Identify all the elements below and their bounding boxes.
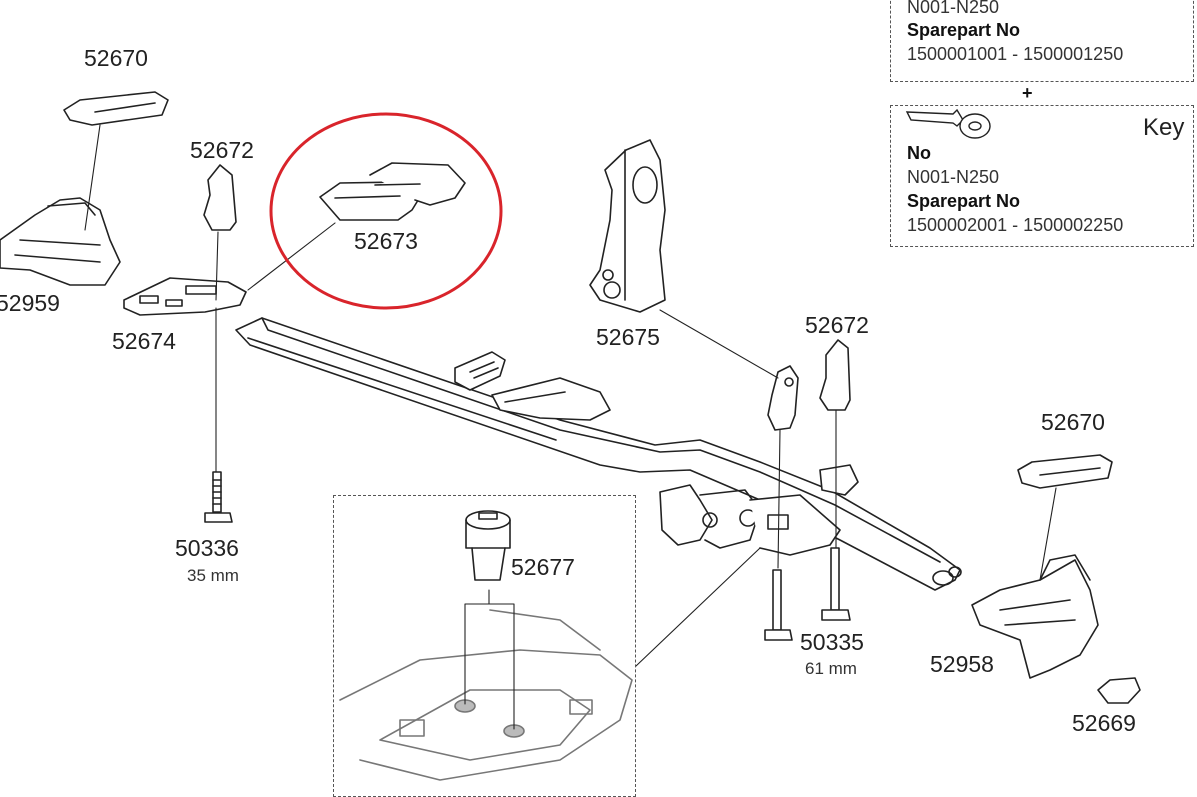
part-label-52672-right: 52672	[805, 312, 869, 338]
bolt-50335-a	[764, 569, 793, 641]
key-box: Key No N001-N250 Sparepart No 1500002001…	[890, 105, 1194, 247]
frame-holder-52675	[589, 139, 666, 313]
key-number-range: N001-N250	[907, 167, 1000, 187]
cover-plate-52673	[319, 162, 466, 221]
key-no-label: No	[907, 143, 931, 163]
wheel-strap-52958	[971, 554, 1099, 679]
key-title: Key	[1143, 114, 1185, 141]
lock-cylinder-52672-right	[767, 339, 851, 431]
frame-tube	[235, 317, 962, 591]
part-label-52669: 52669	[1072, 710, 1136, 736]
strap-pad-52670-right	[1017, 454, 1113, 489]
bolt-50335-b	[821, 547, 851, 621]
inset-assembly-drawing	[339, 609, 633, 781]
tightening-knob	[659, 464, 859, 556]
base-plate-52674	[123, 277, 247, 316]
sparepart-box-top: N001-N250 Sparepart No 1500001001 - 1500…	[890, 0, 1194, 82]
leader-lines	[84, 124, 1057, 730]
number-range: N001-N250	[907, 0, 1000, 17]
wheel-strap-52959	[0, 197, 121, 286]
part-label-52675: 52675	[596, 324, 660, 350]
plus-sign: +	[1022, 83, 1033, 103]
lock-cylinder-52672-left	[203, 164, 237, 231]
lock-insert-52677	[465, 510, 511, 581]
key-sparepart-range: 1500002001 - 1500002250	[907, 215, 1124, 235]
wheel-holder-arm	[454, 351, 611, 421]
part-label-52674: 52674	[112, 328, 176, 354]
bolt-length-50335: 61 mm	[805, 659, 857, 678]
part-label-52670-left: 52670	[84, 45, 148, 71]
inset-detail-box	[333, 495, 636, 797]
part-label-52670-right: 52670	[1041, 409, 1105, 435]
part-label-52677: 52677	[511, 554, 575, 580]
bolt-50336	[204, 471, 233, 523]
key-sparepart-label: Sparepart No	[907, 191, 1021, 211]
part-label-52959: 52959	[0, 290, 60, 316]
part-label-50335: 50335	[800, 629, 864, 655]
part-label-50336: 50336	[175, 535, 239, 561]
key-icon	[905, 108, 991, 139]
sparepart-label: Sparepart No	[907, 20, 1021, 40]
part-label-52672-left: 52672	[190, 137, 254, 163]
part-label-52673: 52673	[354, 228, 418, 254]
highlight-circle	[269, 112, 503, 310]
strap-pad-52670-left	[63, 91, 169, 126]
sparepart-range: 1500001001 - 1500001250	[907, 44, 1124, 64]
end-cap-52669	[1097, 677, 1141, 704]
part-label-52958: 52958	[930, 651, 994, 677]
bolt-length-50336: 35 mm	[187, 566, 239, 585]
